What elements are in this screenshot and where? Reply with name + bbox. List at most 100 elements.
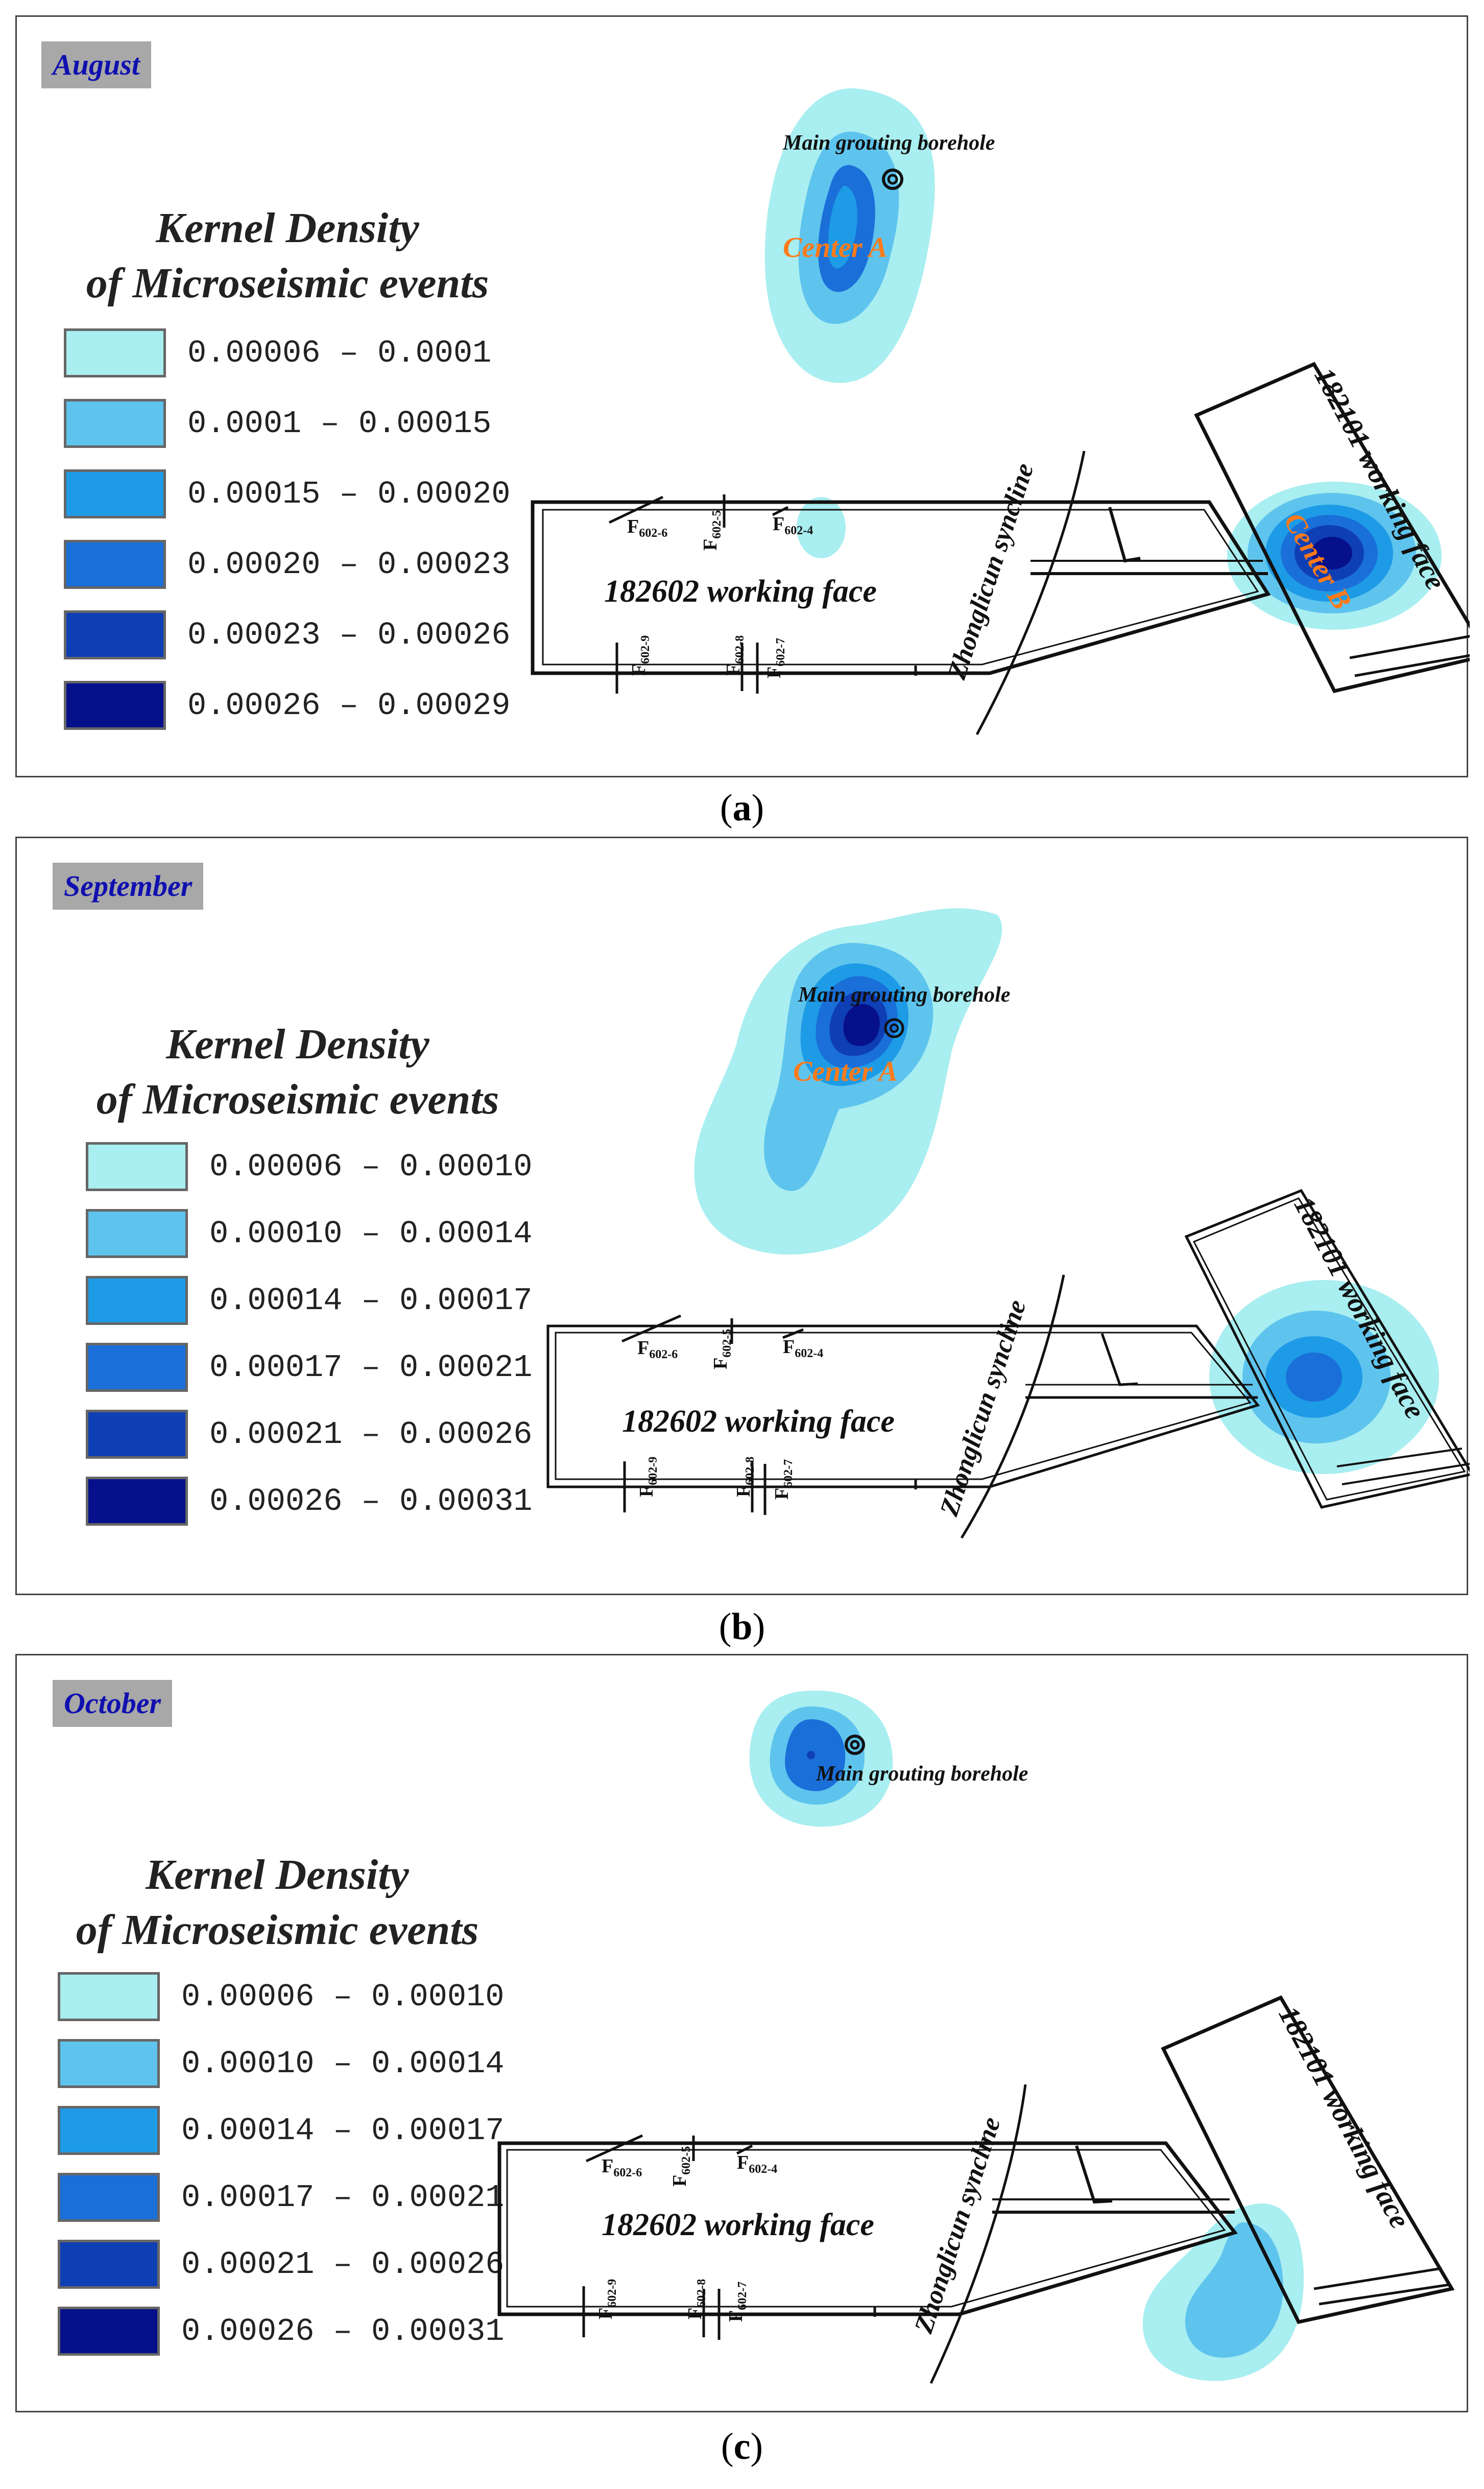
legend-range: 0.00021 – 0.00026 [181, 2246, 505, 2283]
legend-row-6: 0.00026 – 0.00031 [86, 1477, 533, 1526]
fault-label: F602-9 [628, 635, 652, 676]
fault-lines [621, 1314, 917, 1515]
density-small [797, 497, 846, 558]
legend-row-6: 0.00026 – 0.00031 [58, 2307, 505, 2356]
syncline-line [960, 1274, 1065, 1539]
legend-swatch [86, 1343, 188, 1392]
fault-label: F602-7 [763, 638, 787, 678]
legend-row-5: 0.00023 – 0.00026 [64, 610, 511, 659]
working-face-182101 [1194, 362, 1470, 694]
legend-range: 0.00026 – 0.00031 [209, 1483, 533, 1520]
legend-range: 0.00017 – 0.00021 [209, 1349, 533, 1386]
legend-swatch [64, 681, 166, 730]
legend-title: Kernel Density of Microseismic events [76, 1851, 479, 1954]
legend-range: 0.00026 – 0.00031 [181, 2313, 505, 2350]
fault-lines [608, 494, 917, 694]
fault-label: F602-4 [773, 513, 813, 537]
fault-label: F602-6 [627, 516, 667, 540]
legend-range: 0.00010 – 0.00014 [209, 1215, 533, 1252]
legend-row-3: 0.00014 – 0.00017 [86, 1276, 533, 1325]
center-a-label: Center A [793, 1056, 898, 1087]
legend-range: 0.00014 – 0.00017 [209, 1282, 533, 1319]
legend-range: 0.00026 – 0.00029 [187, 687, 511, 724]
legend-range: 0.00006 – 0.00010 [181, 1978, 505, 2015]
legend-row-2: 0.0001 – 0.00015 [64, 399, 491, 448]
fault-label: F602-9 [636, 1457, 660, 1497]
legend-swatch [64, 469, 166, 518]
borehole-label: Main grouting borehole [798, 983, 1010, 1007]
legend-range: 0.00015 – 0.00020 [187, 476, 511, 512]
map-panel-august: August Kernel Density of Microseismic ev… [15, 15, 1470, 777]
fault-label: F602-5 [700, 510, 724, 551]
legend-swatch [86, 1276, 188, 1325]
fault-label: F602-5 [710, 1329, 734, 1369]
legend-title: Kernel Density of Microseismic events [86, 204, 489, 307]
month-label: September [53, 863, 204, 910]
fault-label: F602-8 [723, 635, 747, 676]
map-september: Main grouting borehole Center A 182602 w… [546, 908, 1470, 1539]
caption-a: (a) [720, 787, 764, 829]
map-panel-september: September Kernel Density of Microseismic… [15, 837, 1470, 1595]
legend-swatch [64, 540, 166, 589]
legend-range: 0.00010 – 0.00014 [181, 2045, 505, 2082]
syncline-line [975, 451, 1086, 736]
caption-b: (b) [719, 1606, 765, 1648]
legend-swatch [86, 1209, 188, 1258]
fault-label: F602-9 [595, 2279, 619, 2319]
fault-label: F602-4 [737, 2152, 777, 2176]
fault-label: F602-7 [725, 2282, 749, 2322]
legend-range: 0.00023 – 0.00026 [187, 617, 511, 653]
legend-row-3: 0.00015 – 0.00020 [64, 469, 511, 518]
working-face-182101 [1161, 1995, 1455, 2324]
density-center-b [1209, 1280, 1439, 1474]
fault-label: F602-6 [602, 2155, 642, 2179]
legend-row-1: 0.00006 – 0.00010 [86, 1142, 533, 1191]
working-face-182101-label: 182101 working face [1273, 2001, 1416, 2234]
map-panel-october: October Kernel Density of Microseismic e… [15, 1654, 1468, 2412]
borehole-label: Main grouting borehole [816, 1762, 1028, 1786]
map-august: Main grouting borehole Center A Center B… [531, 88, 1470, 736]
fault-label: F602-7 [771, 1459, 795, 1500]
legend-row-5: 0.00021 – 0.00026 [58, 2240, 505, 2289]
legend-row-2: 0.00010 – 0.00014 [86, 1209, 533, 1258]
legend-range: 0.00006 – 0.00010 [209, 1148, 533, 1185]
legend-swatch [58, 2173, 160, 2222]
legend-range: 0.00020 – 0.00023 [187, 546, 511, 583]
fault-label: F602-8 [733, 1457, 757, 1497]
legend-row-4: 0.00017 – 0.00021 [58, 2173, 505, 2222]
working-face-182602 [531, 500, 1271, 675]
fault-label: F602-6 [637, 1337, 678, 1361]
legend-row-4: 0.00017 – 0.00021 [86, 1343, 533, 1392]
density-center-a [749, 1690, 893, 1827]
caption-c: (c) [721, 2426, 763, 2468]
legend-range: 0.0001 – 0.00015 [187, 405, 492, 442]
borehole-label: Main grouting borehole [782, 131, 995, 155]
legend-swatch [64, 328, 166, 377]
density-center-b [1227, 482, 1442, 630]
legend-swatch [58, 2240, 160, 2289]
working-face-label: 182602 working face [604, 574, 877, 609]
density-center-a [694, 908, 1002, 1255]
fault-lines [582, 2134, 876, 2340]
borehole-icon [882, 169, 903, 190]
legend-range: 0.00021 – 0.00026 [209, 1416, 533, 1453]
syncline-line [929, 2084, 1027, 2384]
working-face-label: 182602 working face [622, 1404, 895, 1439]
legend-swatch [64, 610, 166, 659]
legend-swatch [58, 2106, 160, 2155]
legend-swatch [58, 1972, 160, 2021]
month-label: October [53, 1680, 173, 1727]
legend-row-1: 0.00006 – 0.0001 [64, 328, 491, 377]
borehole-icon [845, 1735, 865, 1755]
working-face-label: 182602 working face [602, 2208, 874, 2242]
working-face-182602 [497, 2141, 1238, 2316]
working-face-182101 [1184, 1189, 1470, 1509]
working-face-182602 [546, 1324, 1260, 1488]
fault-label: F602-4 [783, 1336, 823, 1360]
fault-label: F602-5 [669, 2146, 693, 2187]
legend-row-5: 0.00021 – 0.00026 [86, 1410, 533, 1459]
legend-swatch [86, 1477, 188, 1526]
legend-swatch [58, 2039, 160, 2088]
legend-row-6: 0.00026 – 0.00029 [64, 681, 511, 730]
legend-row-2: 0.00010 – 0.00014 [58, 2039, 505, 2088]
